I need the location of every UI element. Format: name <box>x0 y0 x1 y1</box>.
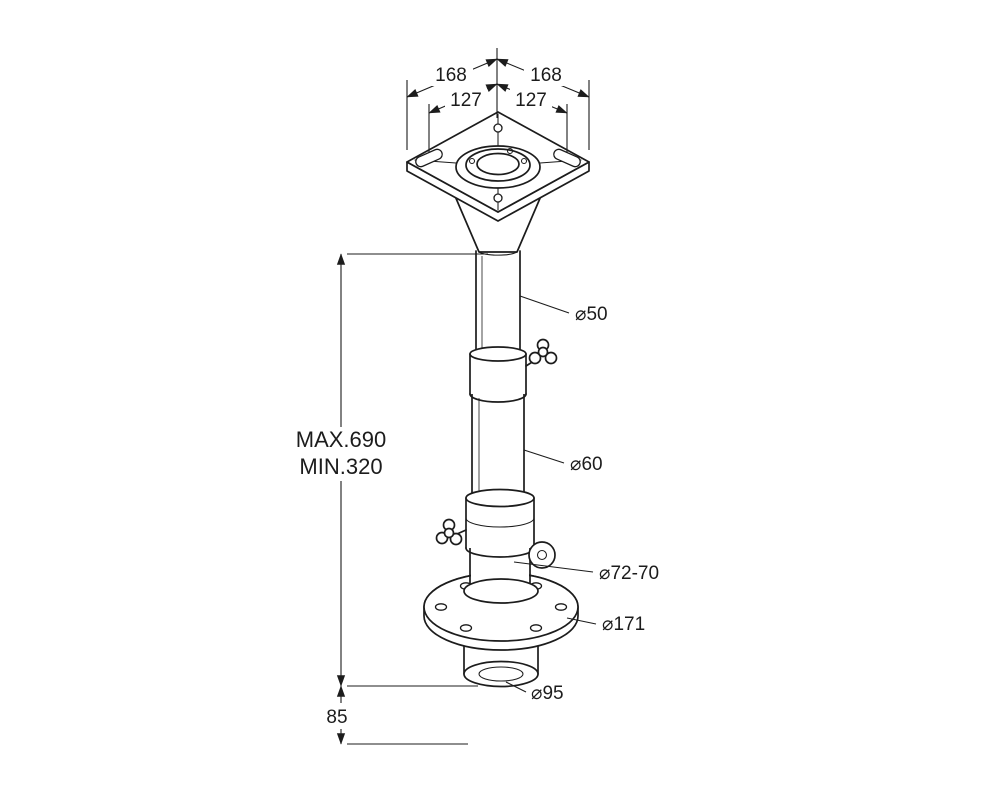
flange-screw-hole <box>459 624 473 632</box>
flange-screw-hole <box>434 603 448 611</box>
mounting-plate <box>406 111 590 222</box>
plate-slot-left <box>415 148 443 168</box>
dim-base-recess-height: 85 <box>326 707 347 728</box>
dim-85 <box>336 685 468 745</box>
dim-socket-diameter: ⌀72-70 <box>599 563 659 584</box>
plate-hole-top <box>493 123 503 133</box>
base-flange <box>423 572 579 651</box>
upper-tube <box>475 250 521 361</box>
lower-clamp-knob <box>435 518 467 546</box>
leader-lines <box>505 295 597 693</box>
flange-screw-hole <box>529 624 543 632</box>
dim-height-min: MIN.320 <box>299 454 382 479</box>
dim-bolt-spacing-right: 127 <box>515 90 547 111</box>
middle-tube <box>471 390 525 499</box>
dim-bolt-spacing-left: 127 <box>450 90 482 111</box>
upper-clamp-collar <box>469 346 527 403</box>
flange-screw-hole <box>554 603 568 611</box>
plate-hole-bottom <box>493 193 503 203</box>
lower-clamp-collar <box>465 488 535 558</box>
dim-middle-tube-diameter: ⌀60 <box>570 454 603 475</box>
dim-plate-width-right: 168 <box>530 65 562 86</box>
flange-boss <box>463 578 539 604</box>
locking-pin-detail <box>528 541 556 569</box>
plate-slot-right <box>553 148 581 168</box>
dim-upper-tube-diameter: ⌀50 <box>575 304 608 325</box>
dim-flange-diameter: ⌀171 <box>602 614 645 635</box>
dim-cup-diameter: ⌀95 <box>531 683 564 704</box>
upper-clamp-knob <box>525 338 558 367</box>
dim-height-max: MAX.690 <box>296 427 387 452</box>
dim-plate-width-left: 168 <box>435 65 467 86</box>
